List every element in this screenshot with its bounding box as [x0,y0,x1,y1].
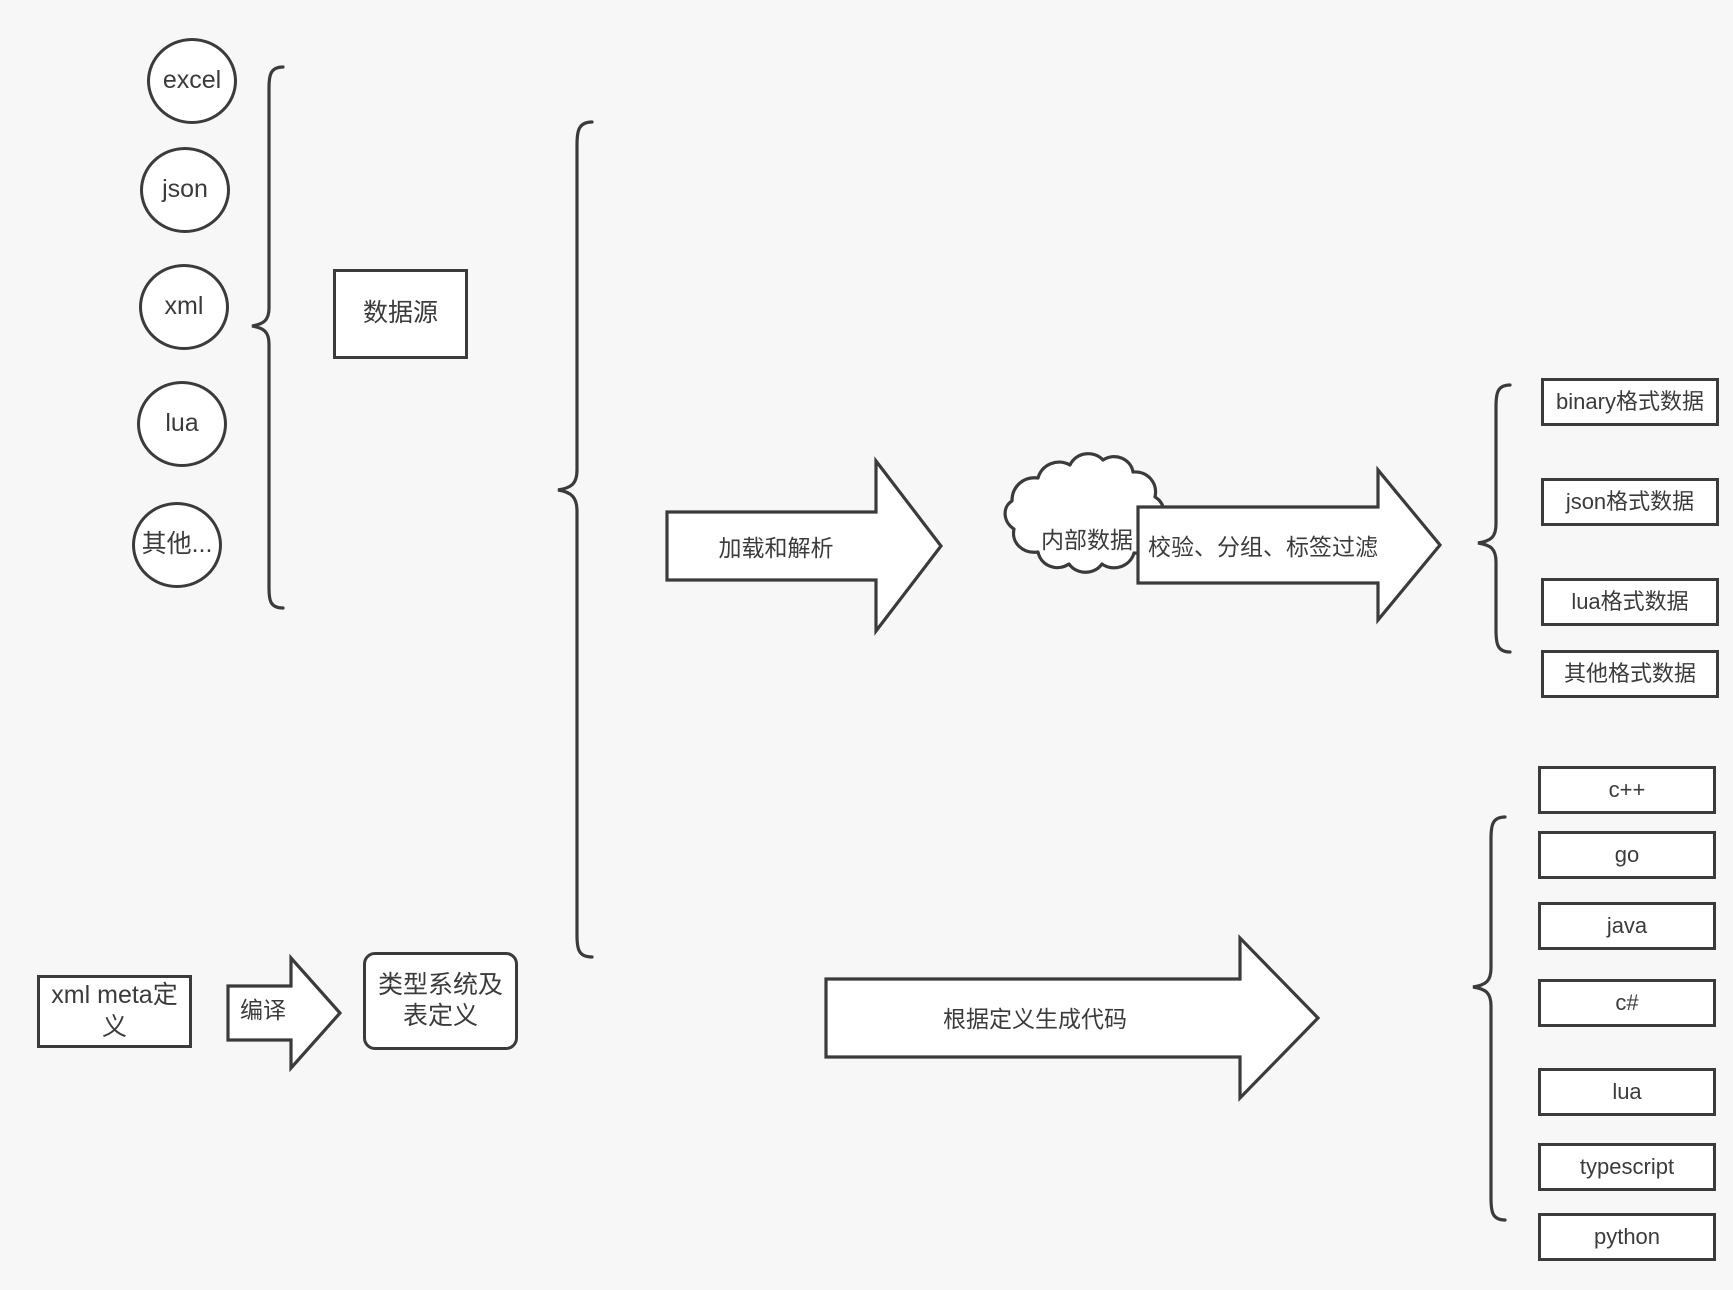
codegen-arrow [824,934,1321,1102]
source-node-xml[interactable]: xml [139,264,229,350]
inputs-brace [557,120,594,959]
language-label: c# [1615,990,1639,1016]
language-box-python[interactable]: python [1538,1213,1716,1261]
language-label: python [1593,1224,1661,1250]
source-label: excel [162,66,222,95]
source-node-lua[interactable]: lua [137,381,227,467]
language-box-java[interactable]: java [1538,902,1716,950]
output-format-box-lua[interactable]: lua格式数据 [1541,578,1719,626]
output-format-box-json[interactable]: json格式数据 [1541,478,1719,526]
language-label: java [1606,913,1648,939]
xml-meta-definition-box[interactable]: xml meta定义 [37,975,192,1048]
source-label: xml [164,292,204,321]
output-format-box-other[interactable]: 其他格式数据 [1541,650,1719,698]
language-label: lua [1612,1079,1642,1105]
source-label: 其他... [141,530,213,559]
language-label: go [1614,842,1640,868]
source-node-other[interactable]: 其他... [132,502,222,588]
internal-data-label-wrap: 内部数据 [1022,523,1152,553]
xml-meta-definition-label: xml meta定义 [51,981,178,1041]
filter-arrow [1136,465,1443,625]
output-format-label: binary格式数据 [1556,389,1704,415]
data-source-label: 数据源 [362,299,438,328]
data-source-box[interactable]: 数据源 [333,269,468,359]
load-parse-arrow [665,456,944,636]
output-format-label: json格式数据 [1565,489,1695,515]
output-format-label: 其他格式数据 [1563,661,1696,687]
output-format-box-binary[interactable]: binary格式数据 [1541,378,1719,426]
source-label: json [162,175,208,204]
language-label: typescript [1579,1154,1675,1180]
source-node-json[interactable]: json [140,147,230,233]
type-system-label: 类型系统及表定义 [377,970,503,1030]
language-box-cpp[interactable]: c++ [1538,766,1716,814]
type-system-box[interactable]: 类型系统及表定义 [363,952,518,1050]
formats-brace [1477,383,1512,654]
sources-brace [251,65,285,610]
language-label: c++ [1608,777,1646,803]
language-box-csharp[interactable]: c# [1538,979,1716,1027]
source-label: lua [165,409,199,438]
source-node-excel[interactable]: excel [147,38,237,124]
language-box-lua[interactable]: lua [1538,1068,1716,1116]
language-box-typescript[interactable]: typescript [1538,1143,1716,1191]
language-box-go[interactable]: go [1538,831,1716,879]
output-format-label: lua格式数据 [1571,589,1689,615]
compile-arrow [226,953,343,1073]
languages-brace [1472,815,1507,1222]
internal-data-label: 内部数据 [1041,527,1133,553]
